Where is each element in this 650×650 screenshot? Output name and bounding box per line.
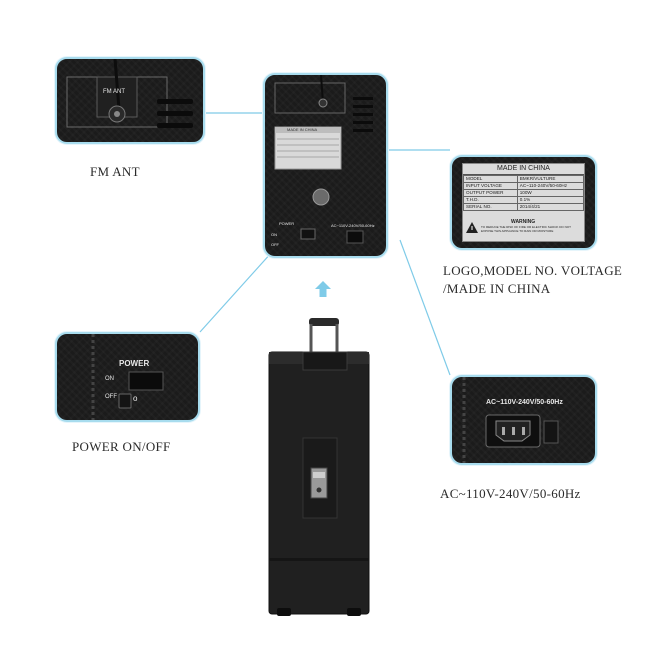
rear-panel-label-header: MADE IN CHINA (287, 127, 318, 132)
caption-fm-ant: FM ANT (90, 164, 140, 179)
callout-line-ac (399, 239, 451, 376)
rear-on-label: ON (271, 232, 277, 237)
ac-panel: AC~110V-240V/50-60Hz (450, 375, 597, 465)
wheel-right (347, 608, 361, 616)
rating-label-header: MADE IN CHINA (463, 164, 584, 175)
fm-ant-panel-label: FM ANT (103, 89, 125, 95)
caption-logo-model: LOGO,MODEL NO. VOLTAGE /MADE IN CHINA (443, 263, 623, 296)
warning-triangle-icon (466, 220, 478, 233)
caption-ac: AC~110V-240V/50-60Hz (440, 486, 581, 501)
power-panel: POWER ON OFF o (55, 332, 200, 422)
rear-panel-detail (274, 75, 373, 244)
wheel-left (277, 608, 291, 616)
power-switch-glyph: o (133, 394, 138, 403)
ac-socket-detail (462, 377, 559, 463)
rear-panel: MADE IN CHINA POWER ON OFF AC~110V-240V/… (263, 73, 388, 258)
caption-power: POWER ON/OFF (72, 439, 171, 454)
table-row: T.H.D.0.1% (463, 196, 585, 204)
rear-off-label: OFF (271, 242, 279, 247)
power-on-label: ON (105, 376, 114, 382)
fm-ant-detail (66, 59, 193, 128)
warning-title: WARNING (511, 219, 536, 225)
power-off-label: OFF (105, 394, 117, 400)
ac-panel-label: AC~110V-240V/50-60Hz (486, 399, 563, 406)
rear-ac-label: AC~110V-240V/50-60Hz (331, 223, 375, 228)
power-title: POWER (119, 359, 150, 368)
trolley-speaker (268, 318, 370, 616)
table-row: SERIAL NO.2014/4/21 (463, 203, 585, 211)
rear-power-label: POWER (279, 221, 295, 226)
fm-ant-panel: FM ANT (55, 57, 205, 144)
telescopic-handle (309, 318, 339, 326)
warning-text: TO REDUCE THE RISK OF FIRE OR ELECTRIC S… (481, 225, 571, 233)
power-panel-detail (91, 334, 164, 420)
arrow-up-icon (315, 281, 331, 297)
